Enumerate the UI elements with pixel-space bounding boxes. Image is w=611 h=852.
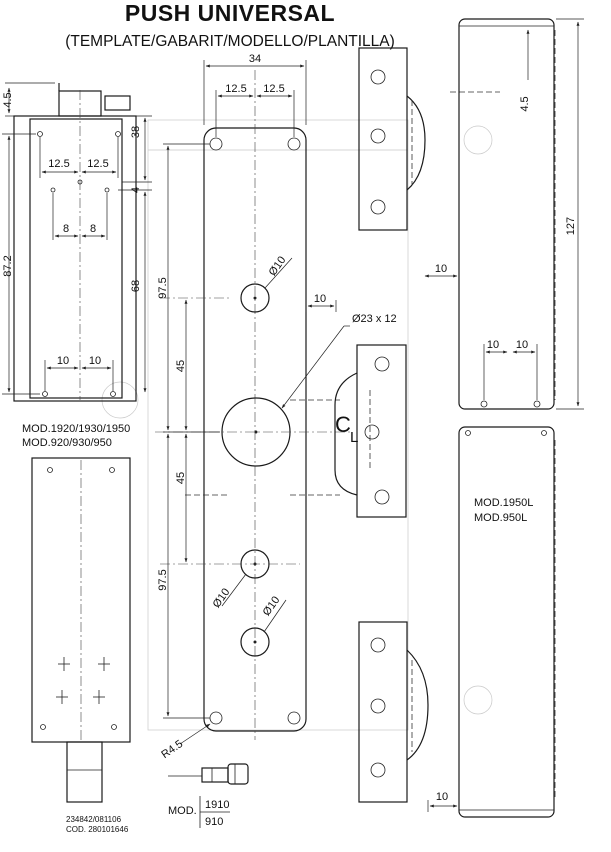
drawing-subtitle: (TEMPLATE/GABARIT/MODELLO/PLANTILLA) (65, 33, 395, 50)
dim-12-5-b: 12.5 (263, 83, 284, 95)
dim-12-5-a: 12.5 (225, 83, 246, 95)
dim-10-d: 10 (435, 263, 447, 275)
dim-38: 38 (130, 126, 142, 138)
dim-45-top: 45 (175, 360, 187, 372)
strike-center-view (334, 344, 407, 518)
mod-1910: 1910 (205, 799, 229, 811)
dim-12-5-c: 12.5 (48, 158, 69, 170)
mod-prefix: MOD. (168, 805, 197, 817)
main-plate-view (155, 70, 350, 740)
long-strike-upper (458, 18, 556, 410)
code-line1: 234842/081106 (66, 815, 122, 824)
dim-10-b: 10 (89, 355, 101, 367)
cylinder-1910-sketch (168, 763, 249, 785)
lock-profile-view: 4.5 38 12.5 12.5 4 8 8 (2, 82, 152, 402)
mod-910: 910 (205, 816, 223, 828)
strike-lower-view (358, 621, 429, 803)
models-left-line1: MOD.1920/1930/1950 (22, 423, 130, 435)
dim-10-g: 10 (436, 791, 448, 803)
code-line2: COD. 280101646 (66, 825, 129, 834)
dim-87-2: 87.2 (2, 255, 14, 276)
dim-dia10-low: Ø10 (261, 594, 283, 618)
dim-r4-5: R4.5 (159, 738, 185, 761)
long-strike-lower (458, 426, 556, 818)
dim-dia23: Ø23 x 12 (352, 313, 397, 325)
dim-97-5-top: 97.5 (157, 277, 169, 298)
front-plate-view (31, 457, 131, 803)
dim-127: 127 (565, 217, 577, 235)
dim-8-a: 8 (63, 223, 69, 235)
dim-4-5-right: 4.5 (519, 96, 531, 111)
show-through-ghost (101, 119, 493, 731)
models-left-line2: MOD.920/930/950 (22, 437, 112, 449)
dim-34: 34 (249, 53, 261, 65)
dim-45-bottom: 45 (175, 472, 187, 484)
dim-4-5-left: 4.5 (2, 92, 14, 107)
dim-dia10-mid: Ø10 (211, 586, 233, 610)
centerline-l: L (350, 429, 358, 446)
models-right-line2: MOD.950L (474, 512, 527, 524)
dim-10-f: 10 (516, 339, 528, 351)
dim-dia10-top: Ø10 (267, 254, 289, 278)
dim-97-5-bottom: 97.5 (157, 569, 169, 590)
centerline-c: C (335, 412, 351, 437)
dim-10-e: 10 (487, 339, 499, 351)
dim-68: 68 (130, 280, 142, 292)
models-right-line1: MOD.1950L (474, 497, 533, 509)
strike-upper-view (358, 47, 500, 231)
dim-8-b: 8 (90, 223, 96, 235)
dim-10-c: 10 (314, 293, 326, 305)
drawing-title: PUSH UNIVERSAL (124, 0, 336, 26)
dim-10-a: 10 (57, 355, 69, 367)
dim-4: 4 (130, 187, 142, 193)
dim-12-5-d: 12.5 (87, 158, 108, 170)
